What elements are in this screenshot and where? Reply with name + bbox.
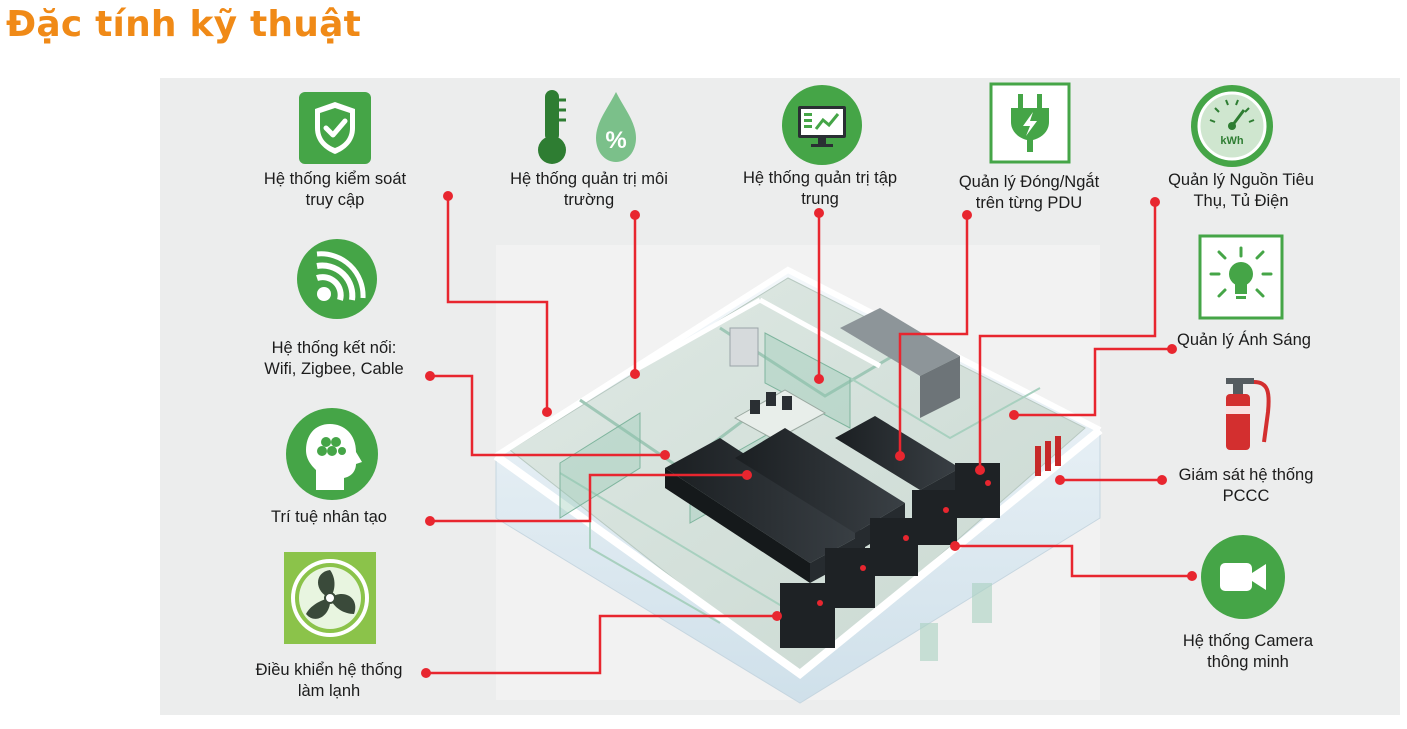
connector-lighting (1014, 347, 1172, 417)
connector-ai (430, 473, 747, 523)
svg-text:kWh: kWh (1220, 135, 1244, 147)
shield-check-icon (299, 92, 371, 164)
kwh-meter-icon: kWh (1191, 85, 1273, 167)
label-lighting: Quản lý Ánh Sáng (1177, 331, 1311, 349)
fan-icon (284, 552, 376, 644)
light-bulb-icon (1198, 234, 1284, 320)
fire-extinguisher-icon (1226, 378, 1271, 450)
connector-pdu-switching (898, 215, 969, 456)
video-camera-icon (1201, 535, 1285, 619)
wifi-signal-icon (297, 239, 377, 319)
datacenter-3d-render (493, 245, 1103, 704)
label-connectivity: Hệ thống kết nối:Wifi, Zigbee, Cable (264, 339, 404, 378)
thermometer-humidity-icon: % (538, 90, 636, 164)
connector-connectivity (430, 374, 665, 457)
connector-camera (955, 544, 1192, 578)
connector-access-control (446, 196, 549, 412)
datacenter-diagram (421, 191, 1197, 704)
monitor-chart-icon (782, 85, 862, 165)
connector-lines (426, 196, 1192, 675)
page-title: Đặc tính kỹ thuật (6, 4, 361, 45)
connector-cooling (426, 614, 777, 675)
power-plug-icon (989, 82, 1071, 164)
ai-head-icon (286, 408, 378, 500)
label-ai: Trí tuệ nhân tạo (271, 508, 387, 526)
datacenter-features-panel: % kWh (160, 78, 1400, 715)
connector-power-consumption (978, 202, 1157, 470)
svg-text:%: % (605, 127, 626, 154)
connector-dots (421, 191, 1197, 678)
